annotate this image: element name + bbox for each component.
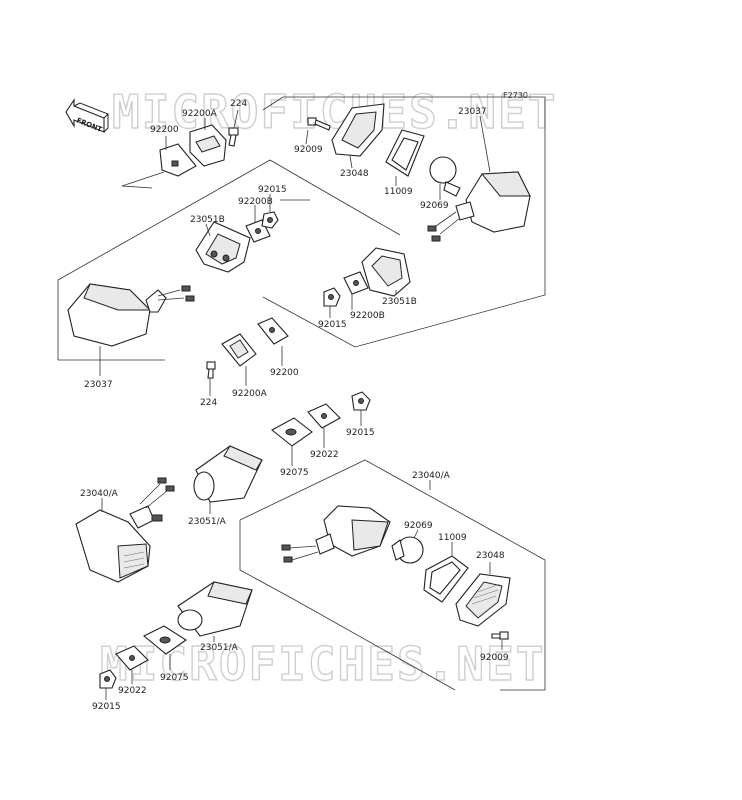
part-92022-washer-bottom — [115, 645, 149, 671]
part-23037-signal-left — [67, 283, 195, 347]
label-23051B-b: 23051B — [382, 297, 417, 307]
label-23051A-mid: 23051/A — [188, 517, 227, 527]
diagram-code: F2730 — [503, 91, 528, 100]
label-92200-top: 92200 — [150, 125, 179, 135]
label-92200A-mid: 92200A — [232, 389, 268, 399]
frame-upper-left — [57, 159, 401, 360]
frame-upper-right — [262, 96, 546, 348]
label-92015-a: 92015 — [258, 185, 287, 195]
label-224-mid: 224 — [200, 398, 217, 408]
part-92015-nut-bottom — [99, 669, 117, 689]
label-23040A-left: 23040/A — [80, 489, 119, 499]
label-92015-bottom: 92015 — [92, 702, 121, 712]
label-23037-left: 23037 — [84, 380, 113, 390]
part-224-bolt-top — [228, 127, 239, 147]
part-92069-bulb-top — [429, 156, 461, 197]
part-11009-gasket-bottom — [423, 555, 469, 603]
part-23051A-sleeve-mid — [193, 445, 263, 503]
part-92015-nut-c — [351, 391, 371, 411]
part-23040A-signal-left — [75, 477, 175, 583]
label-11009-top: 11009 — [384, 187, 413, 197]
label-23051A-bottom: 23051/A — [200, 643, 239, 653]
part-92015-nut-a — [261, 211, 279, 229]
part-224-bolt-mid — [206, 361, 216, 379]
label-23051B-a: 23051B — [190, 215, 225, 225]
part-92069-bulb-bottom — [391, 536, 424, 564]
front-arrow-icon: FRONT — [65, 98, 109, 134]
part-92022-washer-mid — [307, 403, 341, 429]
label-224-top: 224 — [230, 99, 247, 109]
part-92075-grommet-mid — [271, 417, 313, 447]
label-23037-right: 23037 — [458, 107, 487, 117]
label-92009-bottom: 92009 — [480, 653, 509, 663]
label-92075-bottom: 92075 — [160, 673, 189, 683]
part-23040A-signal-right — [281, 505, 391, 563]
label-92200A-top: 92200A — [182, 109, 218, 119]
part-92200-plate-top — [159, 143, 197, 177]
part-92200-plate-mid — [257, 317, 289, 345]
label-92069-top: 92069 — [420, 201, 449, 211]
label-92200-mid: 92200 — [270, 368, 299, 378]
part-11009-gasket-top — [385, 129, 425, 177]
part-23051B-grommet-b — [361, 247, 411, 297]
label-92009-top: 92009 — [294, 145, 323, 155]
part-92009-screw-top — [307, 117, 331, 131]
frame-lower-right — [239, 459, 546, 691]
part-23051B-grommet-a — [195, 221, 251, 273]
label-92200B-a: 92200B — [238, 197, 273, 207]
part-92200B-washer-b — [343, 271, 369, 295]
part-23048-lens-bottom — [455, 573, 511, 627]
part-92075-grommet-bottom — [142, 625, 187, 655]
label-23048-bottom: 23048 — [476, 551, 505, 561]
part-92200A-bracket-mid — [221, 333, 257, 367]
part-23048-lens-top — [331, 103, 385, 157]
label-92015-b: 92015 — [318, 320, 347, 330]
label-92022-bottom: 92022 — [118, 686, 147, 696]
watermark-top: MICROFICHES.NET — [112, 85, 557, 139]
label-23048-top: 23048 — [340, 169, 369, 179]
part-92200A-bracket-top — [189, 124, 227, 167]
label-92015-c: 92015 — [346, 428, 375, 438]
label-92075-mid: 92075 — [280, 468, 309, 478]
label-11009-bottom: 11009 — [438, 533, 467, 543]
label-23040A-right: 23040/A — [412, 471, 451, 481]
part-92015-nut-b — [323, 287, 341, 307]
leader-lines — [99, 109, 503, 700]
label-92200B-b: 92200B — [350, 311, 385, 321]
part-23051A-sleeve-bottom — [177, 581, 253, 637]
part-23037-signal-right — [427, 171, 531, 242]
part-92009-screw-bottom — [491, 631, 509, 640]
label-92022-mid: 92022 — [310, 450, 339, 460]
label-92069-bottom: 92069 — [404, 521, 433, 531]
